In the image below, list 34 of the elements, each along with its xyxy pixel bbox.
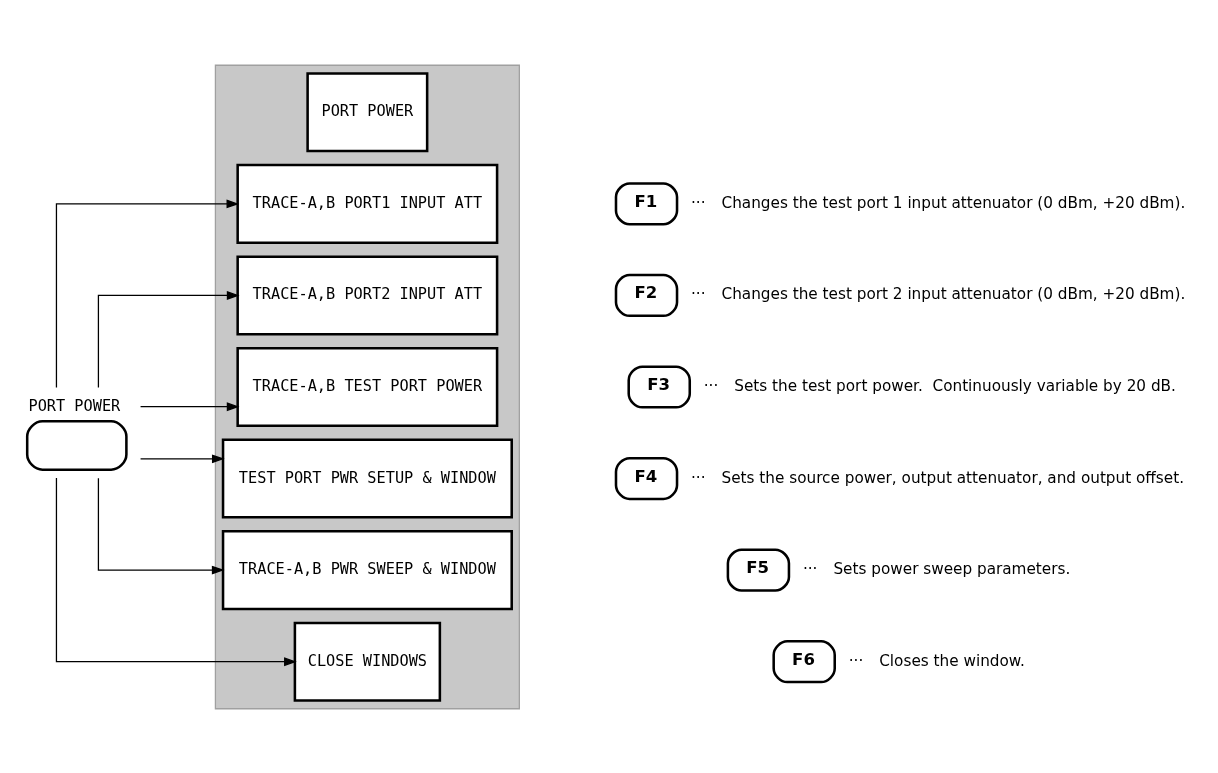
node-box: F3 bbox=[627, 364, 691, 409]
node-label: Changes the test port 1 input attenuator (0 dBm, +20 dBm). bbox=[721, 193, 1186, 212]
arrow bbox=[139, 453, 225, 463]
node-box: F6 bbox=[772, 639, 836, 683]
node-label: Changes the test port 2 input attenuator (0 dBm, +20 dBm). bbox=[721, 284, 1186, 303]
node-box: TRACE-A,B PWR SWEEP & WINDOW bbox=[221, 529, 513, 610]
node-box: F2 bbox=[614, 273, 679, 317]
node-label: ··· bbox=[691, 284, 706, 303]
node-box: TEST PORT PWR SETUP & WINDOW bbox=[221, 438, 513, 519]
node-label: Sets the test port power. Continuously variable by 20 dB. bbox=[734, 376, 1176, 395]
node-box: F4 bbox=[614, 456, 679, 500]
node-box: TRACE-A,B TEST PORT POWER bbox=[236, 346, 499, 427]
node-label: Sets the source power, output attenuator, and output offset. bbox=[721, 468, 1185, 486]
node-box: TRACE-A,B PORT2 INPUT ATT bbox=[236, 254, 499, 335]
node-label: Closes the window. bbox=[879, 651, 1025, 670]
node-label: ··· bbox=[802, 559, 818, 578]
node-label: ··· bbox=[848, 651, 864, 670]
node-box bbox=[25, 419, 128, 471]
arrow bbox=[97, 290, 240, 388]
node-box: F1 bbox=[614, 181, 679, 225]
node-label: ··· bbox=[691, 468, 706, 486]
node-box: TRACE-A,B PORT1 INPUT ATT bbox=[236, 163, 499, 244]
arrow bbox=[55, 476, 297, 666]
node-label: ··· bbox=[703, 376, 719, 395]
node-box: CLOSE WINDOWS bbox=[293, 621, 442, 702]
node-box: PORT POWER bbox=[306, 71, 429, 152]
node-label: PORT POWER bbox=[28, 396, 121, 415]
arrow bbox=[97, 477, 225, 575]
cluster bbox=[214, 64, 520, 709]
arrow bbox=[139, 401, 240, 411]
node-label: ··· bbox=[691, 193, 706, 212]
arrow bbox=[55, 198, 240, 388]
node-box: F5 bbox=[726, 548, 791, 592]
node-label: Sets power sweep parameters. bbox=[833, 559, 1071, 578]
